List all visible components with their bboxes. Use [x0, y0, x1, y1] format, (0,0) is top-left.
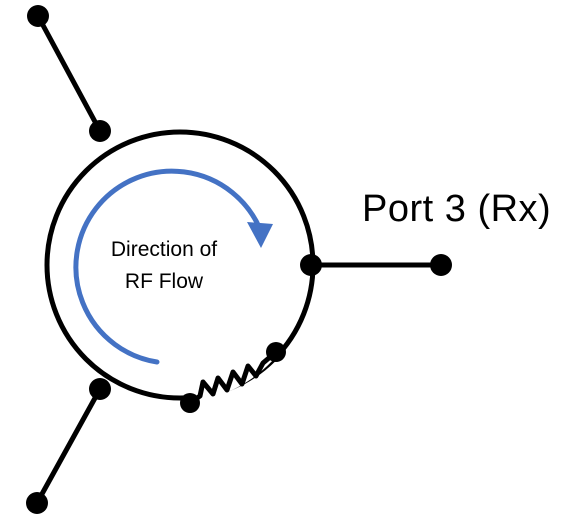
rf-flow-label: Direction of RF Flow [84, 234, 244, 298]
resistor-terminal-left [180, 393, 200, 413]
rf-flow-arrowhead [247, 222, 273, 248]
resistor-terminal-right [266, 342, 286, 362]
port-3-junction [300, 254, 322, 276]
port-3-label: Port 3 (Rx) [362, 188, 552, 230]
rf-flow-arrow-arc [73, 168, 263, 365]
port-1-terminal [27, 5, 49, 27]
port-1-junction [89, 120, 111, 142]
port-3-terminal [430, 254, 452, 276]
port-2-junction [89, 378, 111, 400]
rf-flow-label-line-2: RF Flow [124, 270, 204, 293]
port-2-terminal [26, 492, 48, 514]
port-1-lead [35, 13, 103, 134]
resistor [187, 349, 279, 406]
port-2-lead [34, 386, 103, 506]
rf-flow-label-line-1: Direction of [110, 238, 218, 261]
